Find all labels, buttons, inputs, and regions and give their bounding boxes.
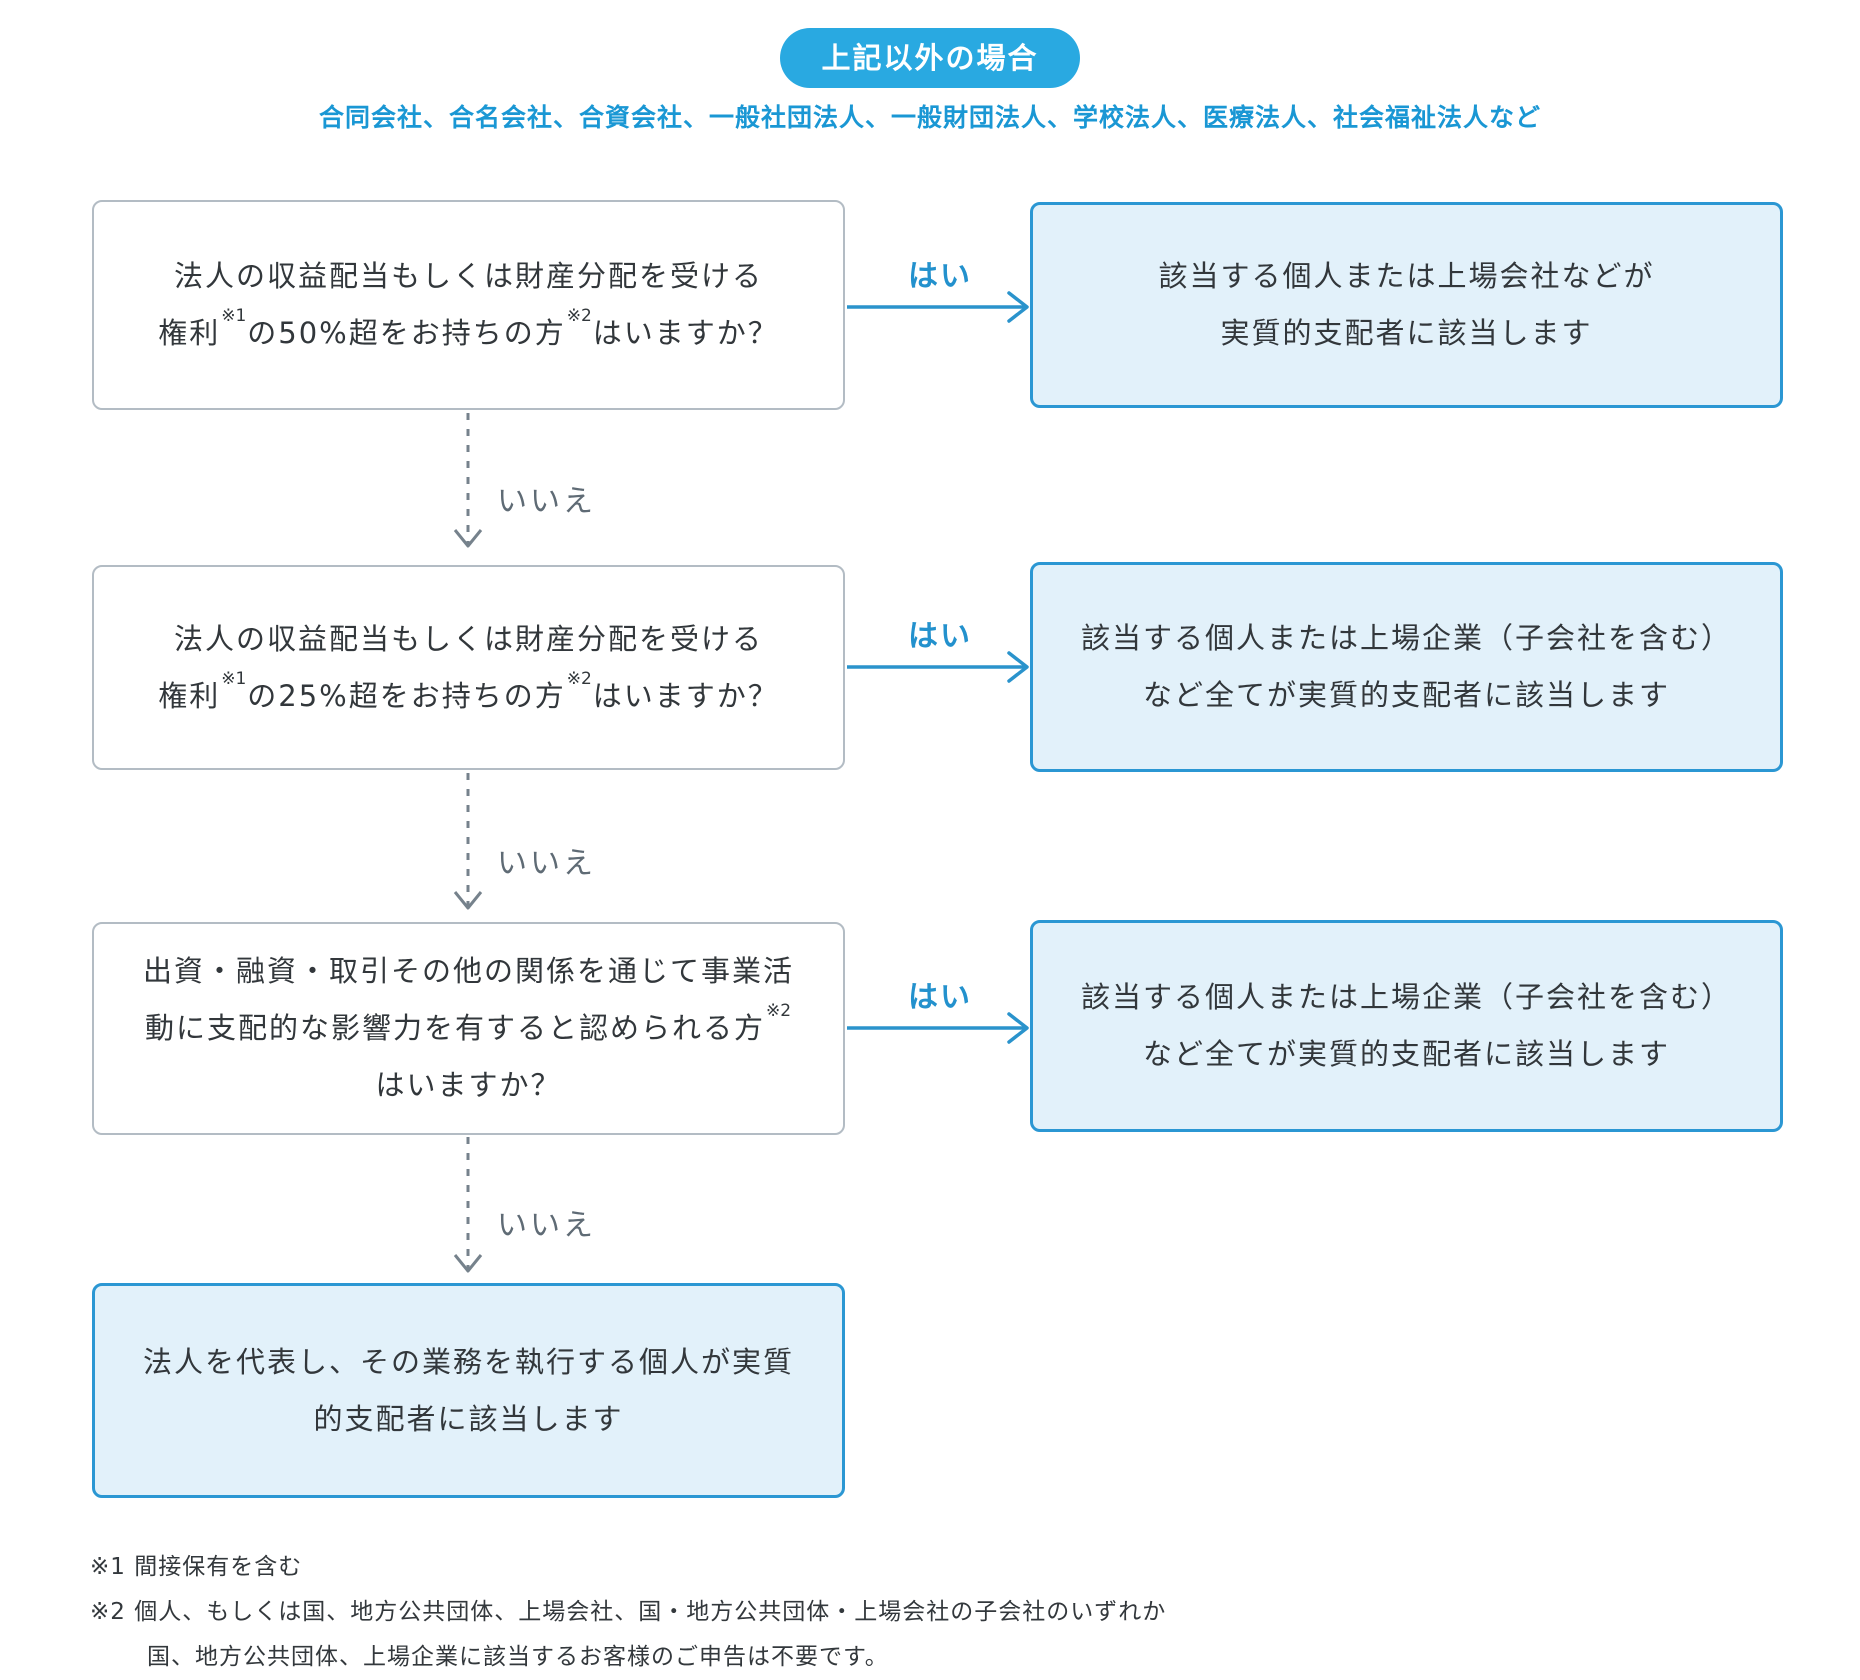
yes-label-2: はい [908, 619, 972, 654]
no-label-3: いいえ [497, 1208, 596, 1243]
answer-2-line-2: など全てが実質的支配者に該当します [1142, 678, 1670, 712]
question-1-text: 権利 [158, 316, 221, 350]
question-3-line-3: はいますか？ [375, 1057, 561, 1114]
footnote-2-line-2: 国、地方公共団体、上場企業に該当するお客様のご申告は不要です。 [147, 1644, 889, 1670]
entity-types-subtitle: 合同会社、合名会社、合資会社、一般社団法人、一般財団法人、学校法人、医療法人、社… [318, 103, 1541, 132]
final-result-line-2: 的支配者に該当します [313, 1401, 624, 1436]
no-arrow-1 [453, 413, 483, 548]
question-2-text: 法人の収益配当もしくは財産分配を受ける [173, 621, 763, 656]
question-box-1: 法人の収益配当もしくは財産分配を受ける 権利※1の50%超をお持ちの方※2はいま… [92, 200, 845, 410]
footnotes: ※1 間接保有を含む ※2 個人、もしくは国、地方公共団体、上場会社、国・地方公… [90, 1545, 1166, 1680]
question-2-line-1: 法人の収益配当もしくは財産分配を受ける [174, 611, 763, 668]
answer-3-line-2: など全てが実質的支配者に該当します [1142, 1037, 1670, 1071]
yes-arrow-3 [847, 1012, 1029, 1044]
question-2-text: の25%超をお持ちの方 [247, 678, 566, 713]
footnote-ref-2: ※2 [765, 1001, 792, 1022]
question-2-text: 権利 [158, 678, 221, 713]
answer-box-2: 該当する個人または上場企業（子会社を含む） など全てが実質的支配者に該当します [1030, 562, 1783, 772]
final-result-line-1: 法人を代表し、その業務を執行する個人が実質 [142, 1344, 794, 1379]
answer-2-line-1: 該当する個人または上場企業（子会社を含む） [1080, 621, 1732, 655]
question-1-text: の50%超をお持ちの方 [247, 316, 566, 350]
answer-1-line-1: 該当する個人または上場会社などが [1158, 259, 1655, 293]
question-3-text: 動に支配的な影響力を有すると認められる方 [144, 1011, 765, 1045]
question-3-line-1: 出資・融資・取引その他の関係を通じて事業活 [143, 943, 794, 1000]
question-1-text: はいますか？ [592, 316, 779, 350]
question-1-line-2: 権利※1の50%超をお持ちの方※2はいますか？ [158, 305, 779, 362]
answer-3-line-1: 該当する個人または上場企業（子会社を含む） [1080, 980, 1732, 1014]
footnote-ref-1: ※1 [221, 306, 247, 327]
question-1-line-1: 法人の収益配当もしくは財産分配を受ける [174, 248, 763, 305]
question-2-text: はいますか？ [592, 678, 779, 713]
no-arrow-2 [453, 773, 483, 910]
question-1-text: 法人の収益配当もしくは財産分配を受ける [173, 259, 763, 293]
question-box-3: 出資・融資・取引その他の関係を通じて事業活 動に支配的な影響力を有すると認められ… [92, 922, 845, 1135]
question-3-text: 出資・融資・取引その他の関係を通じて事業活 [142, 954, 794, 988]
no-arrow-3 [453, 1137, 483, 1273]
footnote-ref-2: ※2 [566, 306, 592, 327]
yes-arrow-2 [847, 651, 1029, 683]
answer-1-line-2: 実質的支配者に該当します [1220, 316, 1593, 350]
answer-box-1: 該当する個人または上場会社などが 実質的支配者に該当します [1030, 202, 1783, 408]
question-box-2: 法人の収益配当もしくは財産分配を受ける 権利※1の25%超をお持ちの方※2はいま… [92, 565, 845, 770]
yes-arrow-1 [847, 291, 1029, 323]
footnote-2-line-1: ※2 個人、もしくは国、地方公共団体、上場会社、国・地方公共団体・上場会社の子会… [90, 1599, 1167, 1625]
footnote-ref-2: ※2 [566, 668, 592, 689]
no-label-1: いいえ [497, 484, 596, 519]
answer-box-3: 該当する個人または上場企業（子会社を含む） など全てが実質的支配者に該当します [1030, 920, 1783, 1132]
yes-label-1: はい [908, 259, 972, 294]
footnote-ref-1: ※1 [221, 668, 247, 689]
yes-label-3: はい [908, 980, 972, 1015]
no-label-2: いいえ [497, 846, 596, 881]
question-3-line-2: 動に支配的な影響力を有すると認められる方※2 [145, 1000, 792, 1057]
footnote-1: ※1 間接保有を含む [90, 1554, 303, 1580]
question-2-line-2: 権利※1の25%超をお持ちの方※2はいますか？ [158, 668, 779, 725]
final-result-box: 法人を代表し、その業務を執行する個人が実質 的支配者に該当します [92, 1283, 845, 1498]
question-3-text: はいますか？ [375, 1068, 562, 1102]
category-pill: 上記以外の場合 [780, 28, 1080, 88]
